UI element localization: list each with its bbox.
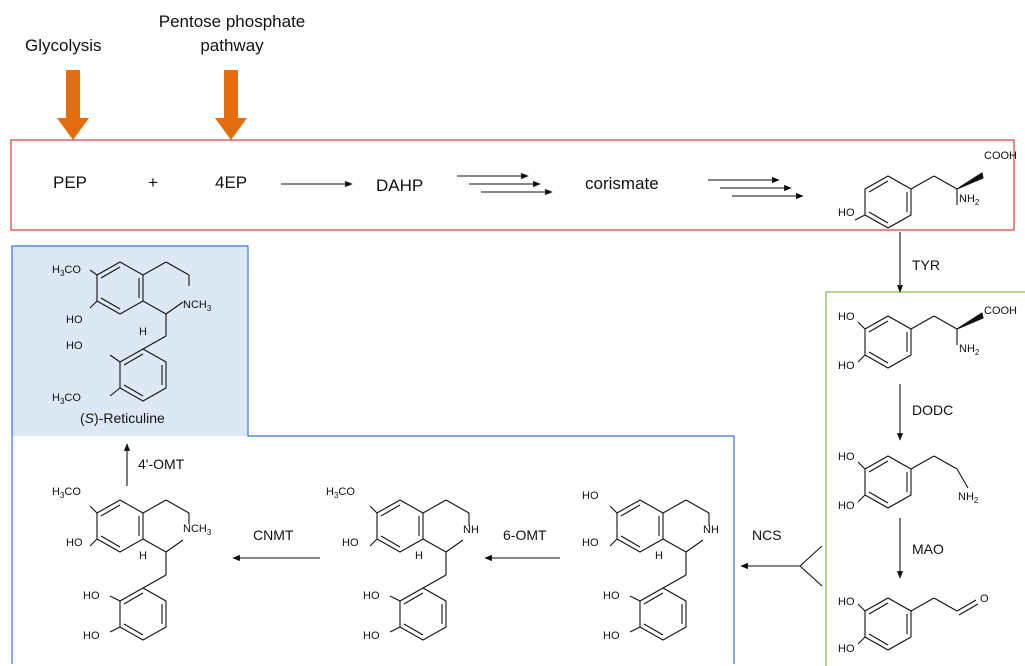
ncs-ho-top: HO [582, 490, 599, 502]
ret-nch3: NCH3 [183, 299, 212, 314]
ncs-nh: NH [703, 524, 719, 536]
enzyme-tyr: TYR [912, 257, 940, 273]
nmethyl-structure [89, 499, 190, 641]
cnmt-h: H [139, 550, 147, 562]
norcoclaurine-6omt-structure [369, 499, 470, 641]
tyr-cooh: COOH [984, 150, 1017, 162]
shikimate-box [10, 139, 1015, 231]
enzyme-4omt: 4'-OMT [138, 456, 185, 472]
omt6-ho-ring2-top: HO [363, 590, 380, 602]
dopa-nh2: NH2 [959, 343, 980, 358]
arrow-dahp-chorismate-multistep [457, 172, 553, 196]
enzyme-dodc: DODC [912, 402, 954, 418]
dopamine-ho-top: HO [838, 451, 855, 463]
ppp-label-line1: Pentose phosphate [158, 12, 306, 31]
reticuline-structure [89, 261, 190, 402]
ppp-label-line2: pathway [200, 36, 264, 55]
ncs-ho-ring2-bottom: HO [603, 630, 620, 642]
ncs-h: H [655, 550, 663, 562]
product-region [12, 246, 248, 436]
enzyme-mao: MAO [912, 541, 944, 557]
omt6-h: H [415, 550, 423, 562]
aldehyde-o: O [980, 593, 989, 605]
cnmt-ho-ring2-top: HO [83, 590, 100, 602]
dopamine-nh2: NH2 [958, 491, 979, 506]
cnmt-h3co: H3CO [52, 486, 81, 501]
aldehyde-structure [857, 597, 979, 651]
cnmt-nch3: NCH3 [183, 523, 212, 538]
enzyme-6omt: 6-OMT [503, 527, 547, 543]
tyrosine-structure [854, 172, 984, 229]
omt6-h3co: H3CO [326, 486, 355, 501]
omt6-nh: NH [463, 524, 479, 536]
dopa-cooh: COOH [984, 305, 1017, 317]
omt6-ho: HO [342, 537, 359, 549]
dopamine-ho-bottom: HO [838, 500, 855, 512]
ppp-arrow [215, 70, 247, 140]
bia-box [11, 245, 735, 664]
dopamine-box [825, 291, 1025, 666]
ret-h3co-top: H3CO [52, 264, 81, 279]
ncs-ho-ring2-top: HO [603, 590, 620, 602]
enzyme-cnmt: CNMT [253, 527, 294, 543]
ret-ho-top: HO [66, 314, 83, 326]
arrow-chorismate-tyrosine-multistep [708, 176, 804, 200]
dopa-ho-bottom: HO [838, 360, 855, 372]
glycolysis-label: Glycolysis [25, 36, 102, 55]
glycolysis-arrow [57, 70, 89, 140]
ret-h3co-bottom: H3CO [52, 392, 81, 407]
product-name: (S)-Reticuline [80, 410, 165, 426]
ldopa-structure [857, 312, 984, 369]
chorismate-label: corismate [585, 174, 659, 193]
tyr-ho: HO [838, 207, 855, 219]
ret-ho-bottom: HO [66, 340, 83, 352]
dopa-ho-top: HO [838, 311, 855, 323]
pep-label: PEP [53, 173, 88, 192]
e4p-label: 4EP [215, 173, 248, 192]
cnmt-ho: HO [66, 537, 83, 549]
cnmt-ho-ring2-bottom: HO [83, 630, 100, 642]
tyr-nh2: NH2 [959, 193, 980, 208]
dahp-label: DAHP [376, 176, 424, 195]
norlaudanosoline-structure [609, 499, 710, 641]
ncs-ho-bottom: HO [582, 537, 599, 549]
dopamine-structure [857, 455, 969, 509]
aldehyde-ho-top: HO [838, 596, 855, 608]
plus-sign: + [148, 173, 158, 192]
omt6-ho-ring2-bottom: HO [363, 630, 380, 642]
enzyme-ncs: NCS [752, 527, 782, 543]
arrow-ncs [740, 545, 823, 587]
aldehyde-ho-bottom: HO [838, 643, 855, 655]
ret-h: H [139, 326, 147, 338]
